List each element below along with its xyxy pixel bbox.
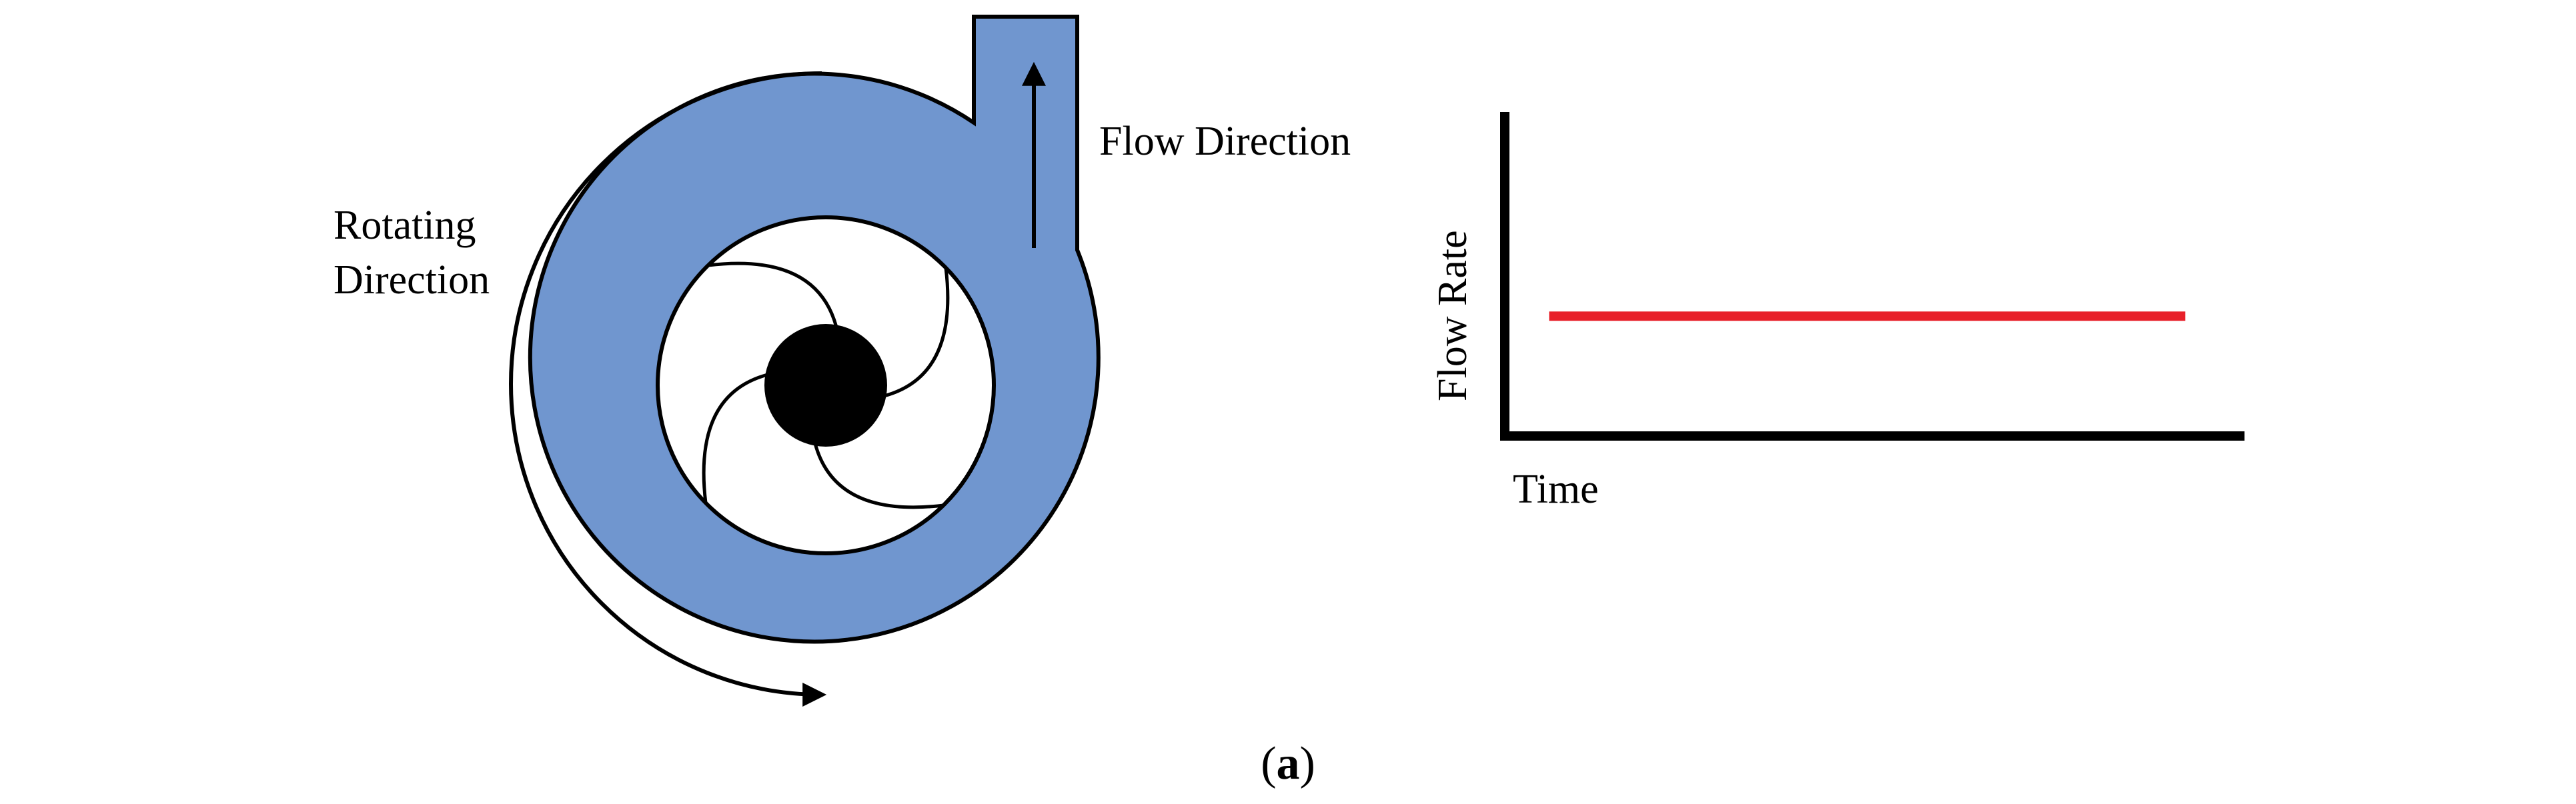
y-axis-label: Flow Rate [1430, 230, 1475, 401]
flow-direction-label: Flow Direction [1099, 119, 1351, 164]
impeller-blades [702, 261, 950, 509]
caption-open-paren: ( [1261, 738, 1276, 789]
caption-close-paren: ) [1300, 738, 1315, 789]
impeller-blade [884, 267, 950, 398]
figure-caption: (a) [1261, 738, 1315, 789]
impeller-blade [702, 373, 768, 503]
rotating-direction-arrow [509, 71, 827, 707]
impeller-hub [764, 324, 887, 447]
rotating-direction-label-line1: Rotating [334, 203, 476, 248]
flow-rate-chart: Flow Rate Time [1430, 112, 2244, 512]
rotating-direction-label-line2: Direction [334, 257, 490, 303]
caption-letter: a [1277, 738, 1300, 789]
impeller-blade [813, 443, 944, 509]
centrifugal-pump-diagram: Rotating Direction Flow Direction [334, 15, 1351, 707]
impeller-blade [708, 261, 838, 327]
x-axis-label: Time [1513, 467, 1599, 512]
